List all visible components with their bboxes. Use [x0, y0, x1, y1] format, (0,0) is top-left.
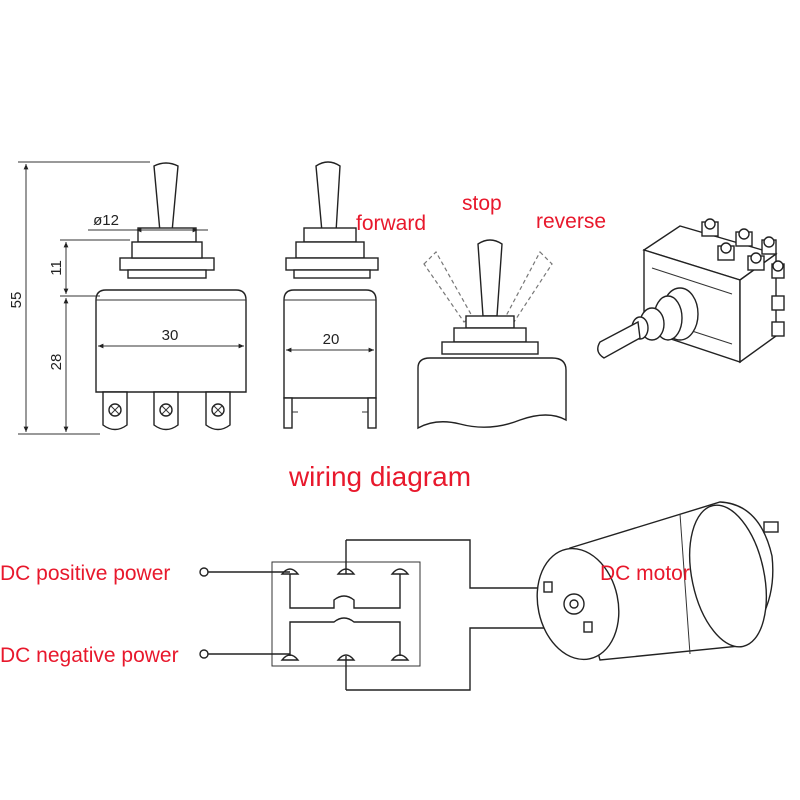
dim-bushing-height: 11 [48, 260, 65, 276]
dim-bushing-diameter: ø12 [93, 212, 119, 229]
dim-body-depth: 20 [323, 331, 340, 348]
dim-overall-height: 55 [8, 292, 25, 309]
side-lever [315, 161, 341, 233]
mount-base [417, 357, 567, 430]
iso-lever [597, 320, 641, 359]
front-terminals [102, 391, 231, 431]
wiring-terminals [280, 568, 410, 661]
dc-motor [536, 501, 779, 661]
wiring-diagram: DC positive power DC negative power DC m… [0, 501, 779, 691]
label-positive-power: DC positive power [0, 562, 170, 585]
front-lever [153, 162, 179, 233]
label-negative-power: DC negative power [0, 644, 179, 667]
label-forward: forward [356, 212, 426, 235]
label-reverse: reverse [536, 210, 606, 233]
ghost-lever-forward [423, 251, 473, 323]
position-view: forward stop reverse [356, 192, 606, 430]
side-view: 20 [283, 161, 379, 429]
front-view: 30 ø12 55 11 28 [8, 161, 247, 435]
negative-terminal-dot [199, 649, 209, 659]
positive-terminal-dot [199, 567, 209, 577]
iso-terminals [701, 218, 785, 337]
dim-body-width: 30 [162, 327, 179, 344]
dim-body-height: 28 [48, 354, 65, 371]
front-washer [127, 269, 207, 279]
section-title: wiring diagram [288, 461, 471, 492]
label-stop: stop [462, 192, 502, 215]
front-nut [119, 257, 215, 271]
switch-outline [271, 561, 421, 667]
label-dc-motor: DC motor [600, 562, 690, 585]
ghost-lever-reverse [505, 251, 553, 323]
isometric-view [597, 218, 785, 364]
center-lever [477, 239, 503, 317]
